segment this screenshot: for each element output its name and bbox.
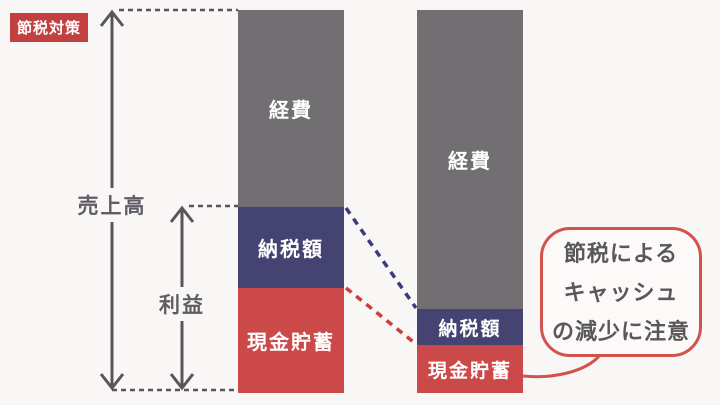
callout-line-3: の減少に注意 (551, 318, 690, 344)
profit-label: 利益 (156, 287, 208, 321)
tax-saving-badge: 節税対策 (10, 13, 88, 42)
before-tax-segment: 納税額 (238, 207, 344, 288)
after-cash-segment: 現金貯蓄 (417, 345, 523, 393)
callout-line-2: キャッシュ (563, 279, 679, 305)
after-tax-segment: 納税額 (417, 309, 523, 345)
after-expenses-segment: 経費 (417, 10, 523, 309)
before-cash-segment: 現金貯蓄 (238, 288, 344, 393)
callout-line-1: 節税による (563, 240, 679, 266)
callout-tail (522, 353, 602, 379)
cash-connector-line (344, 286, 418, 346)
sales-label: 売上高 (74, 188, 150, 222)
cash-warning-callout: 節税による キャッシュ の減少に注意 (540, 227, 702, 357)
before-expenses-segment: 経費 (238, 10, 344, 207)
tax-connector-line (344, 206, 418, 310)
